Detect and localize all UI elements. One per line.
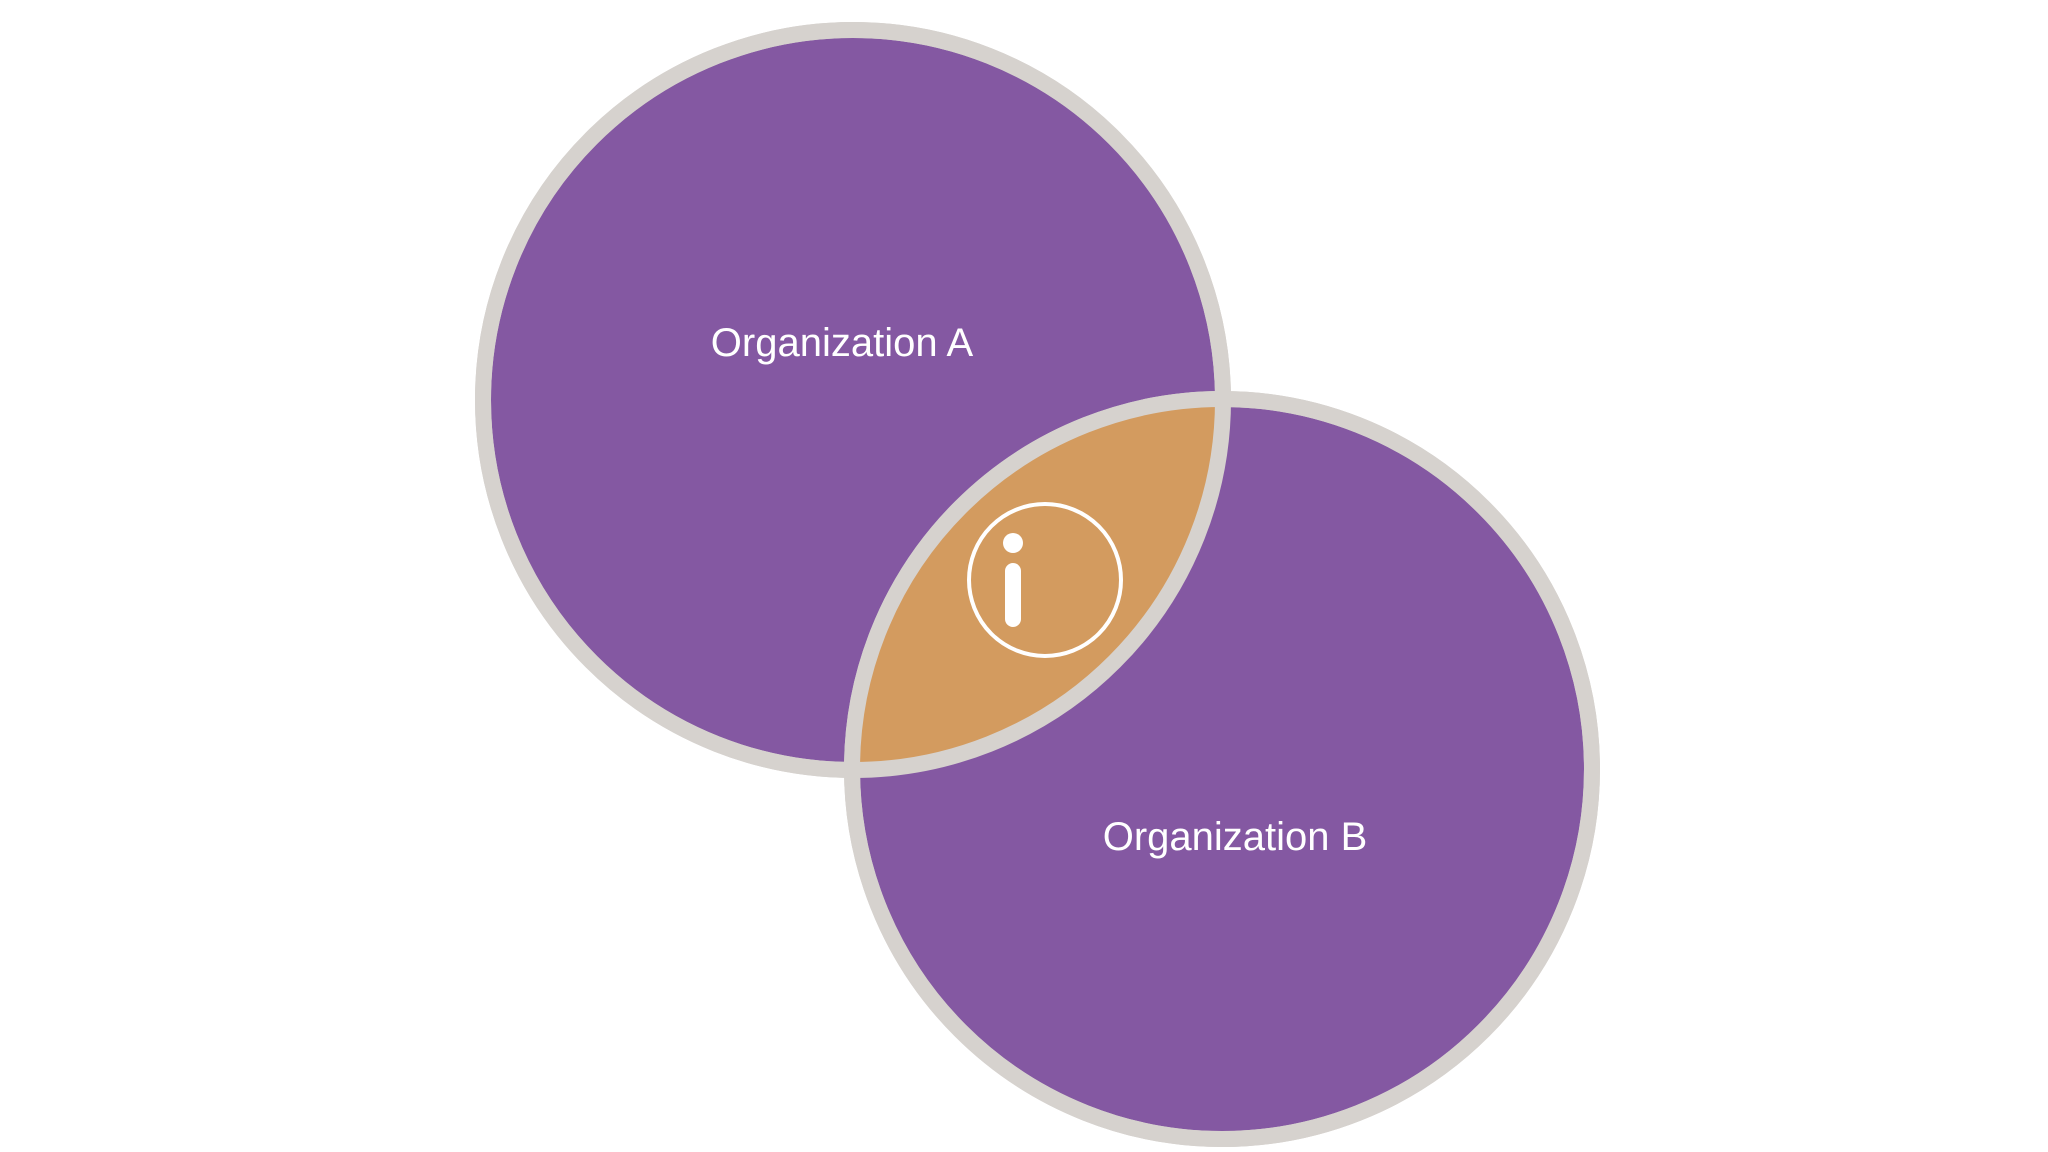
info-icon xyxy=(967,502,1123,658)
label-organization-b: Organization B xyxy=(1103,815,1368,859)
label-organization-a: Organization A xyxy=(711,321,974,365)
circle-organization-b-border xyxy=(844,391,1600,1147)
